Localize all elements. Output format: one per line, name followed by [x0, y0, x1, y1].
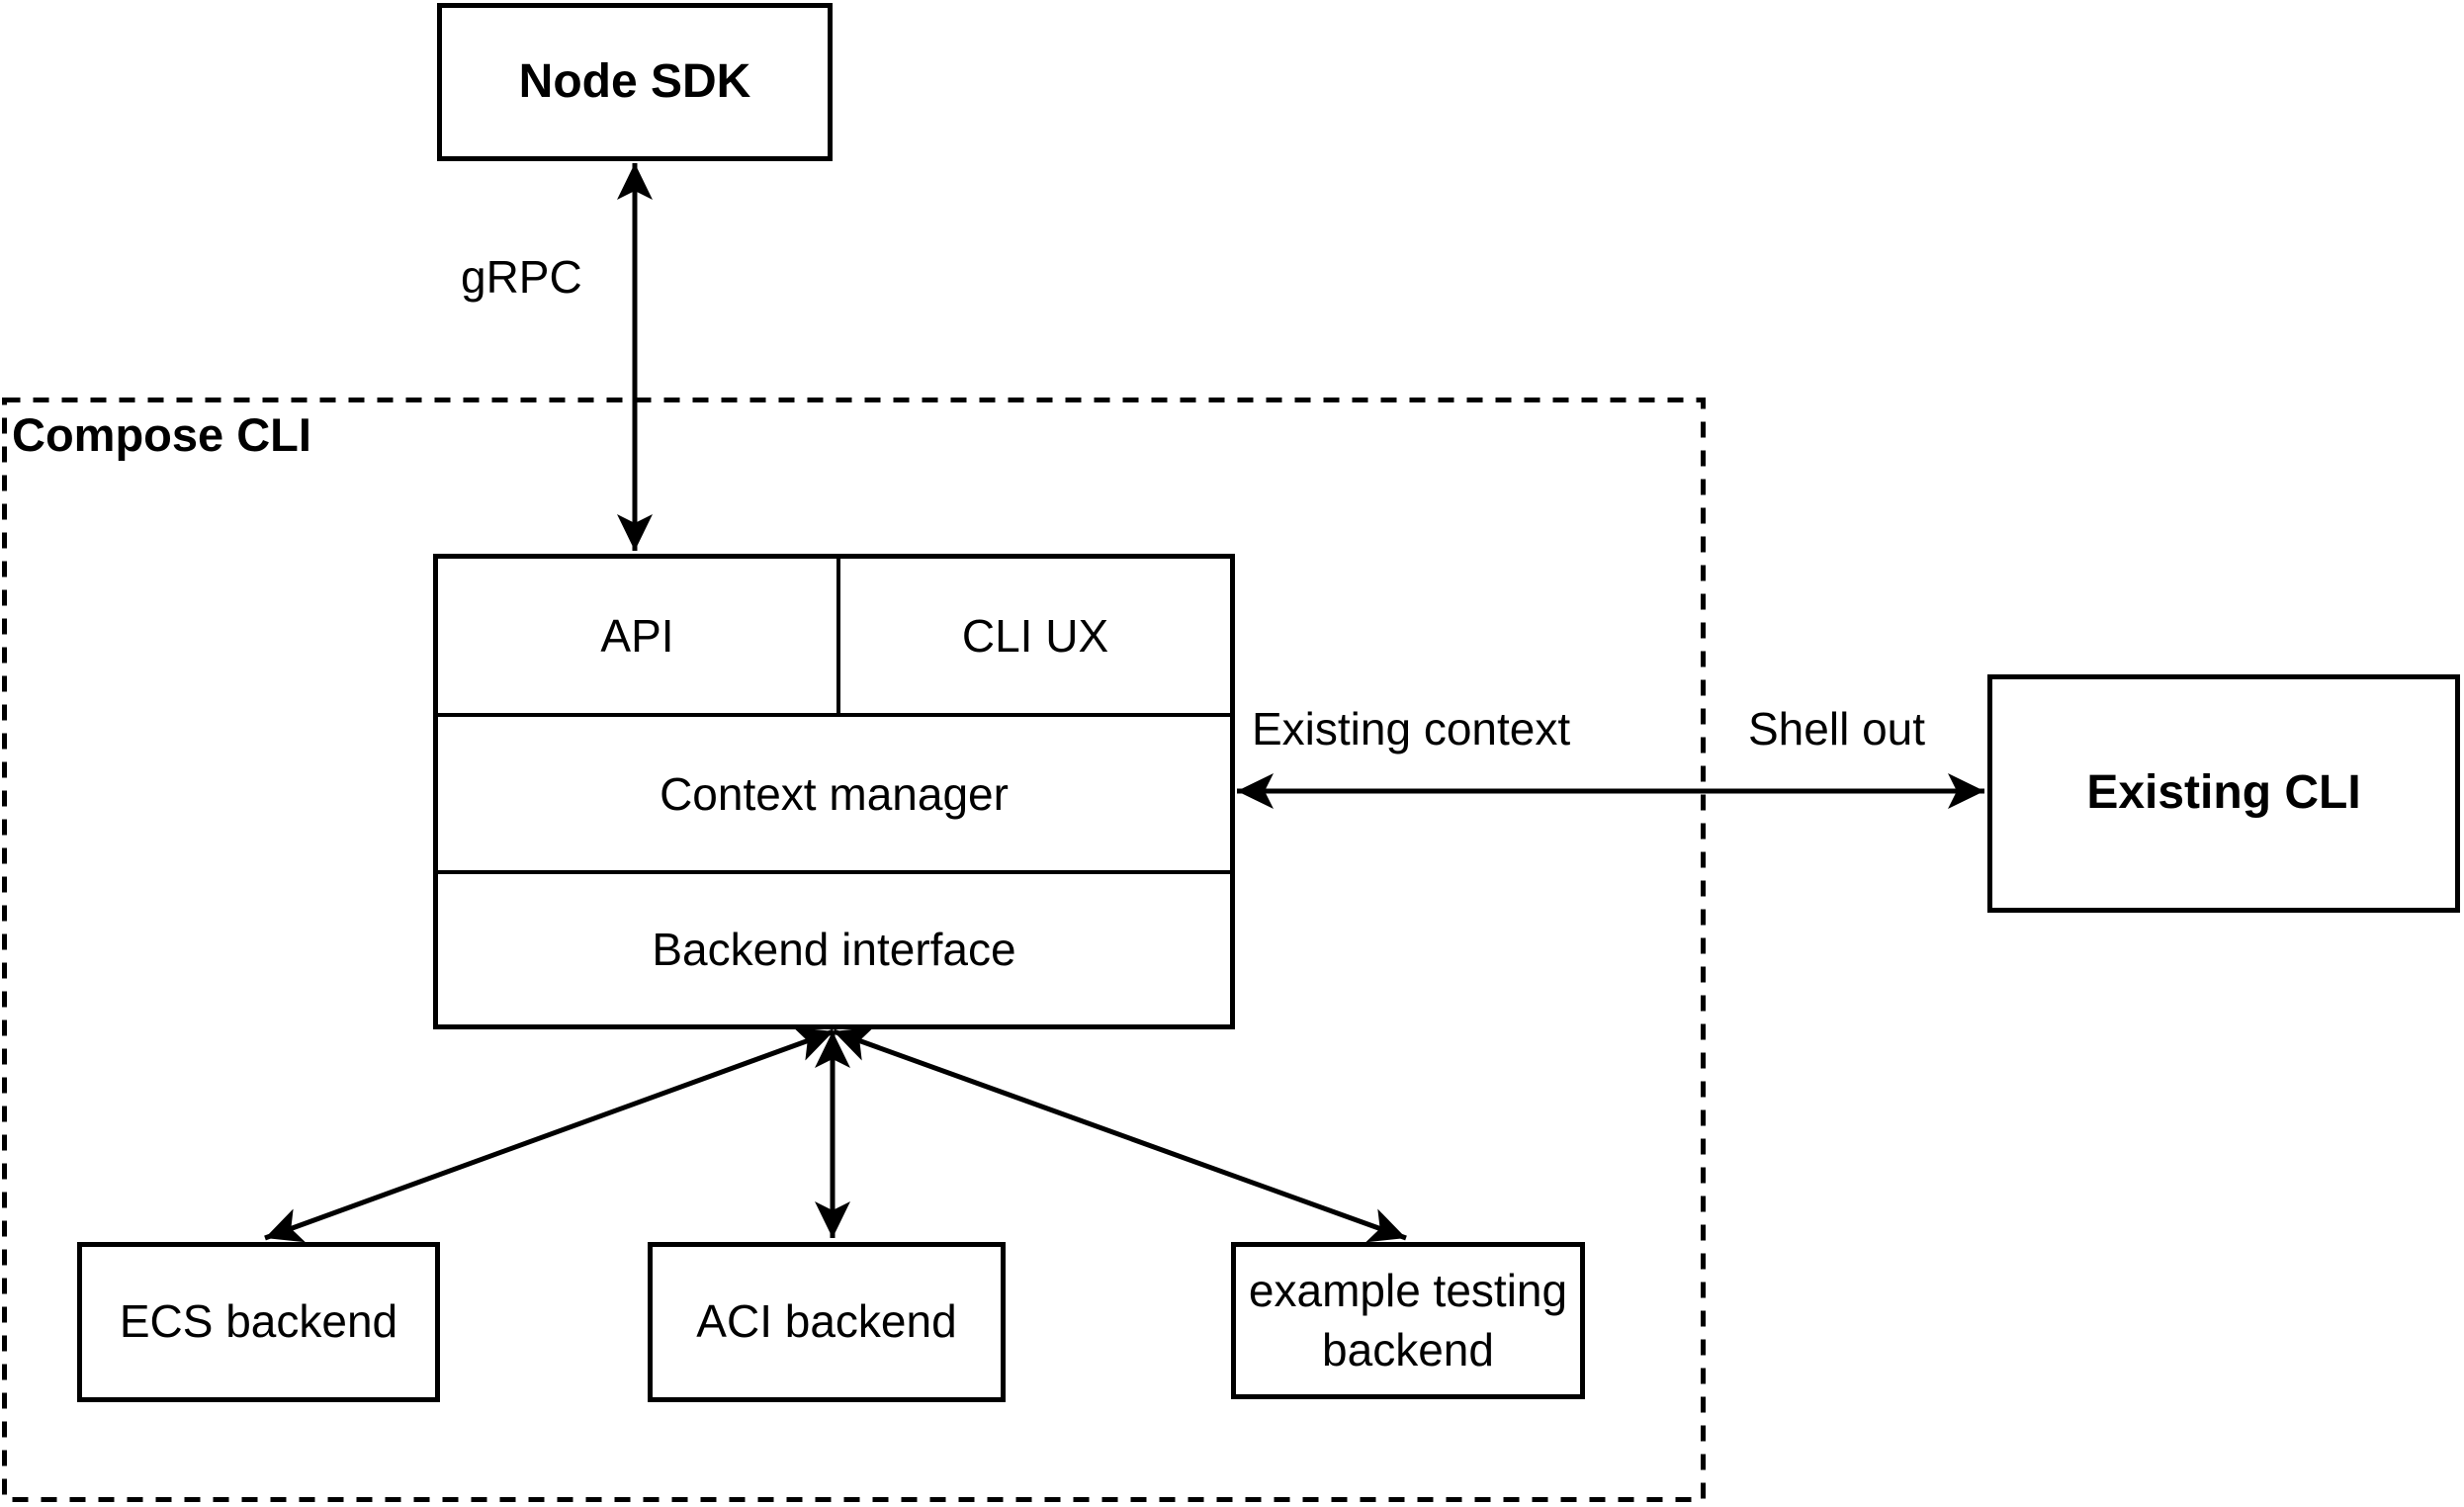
- shell-out-edge-label: Shell out: [1748, 703, 1926, 754]
- existing-cli-box: Existing CLI: [1987, 674, 2460, 913]
- ecs-backend-label: ECS backend: [119, 1295, 398, 1348]
- example-backend-arrow: [833, 1026, 1407, 1243]
- compose-cli-stack: API CLI UX Context manager Backend inter…: [433, 554, 1235, 1029]
- api-box: API: [438, 559, 840, 713]
- existing-context-edge-label: Existing context: [1252, 703, 1571, 754]
- backend-interface-box: Backend interface: [438, 870, 1230, 1024]
- node-sdk-label: Node SDK: [518, 54, 751, 108]
- compose-cli-container-label: Compose CLI: [12, 408, 311, 461]
- grpc-edge-label: gRPC: [461, 251, 582, 303]
- aci-backend-box: ACI backend: [648, 1242, 1006, 1402]
- cli-ux-label: CLI UX: [961, 610, 1109, 662]
- ecs-backend-arrow: [264, 1026, 835, 1243]
- stack-top-row: API CLI UX: [438, 559, 1230, 713]
- cli-ux-box: CLI UX: [840, 559, 1230, 713]
- node-sdk-box: Node SDK: [437, 3, 833, 161]
- example-testing-backend-box: example testing backend: [1231, 1242, 1585, 1399]
- example-testing-backend-label: example testing backend: [1248, 1264, 1568, 1375]
- ecs-backend-box: ECS backend: [77, 1242, 440, 1402]
- backend-interface-label: Backend interface: [652, 924, 1016, 975]
- api-label: API: [600, 610, 674, 662]
- context-manager-label: Context manager: [660, 767, 1009, 820]
- existing-cli-label: Existing CLI: [2086, 766, 2361, 820]
- context-manager-box: Context manager: [438, 713, 1230, 870]
- aci-backend-label: ACI backend: [696, 1295, 957, 1348]
